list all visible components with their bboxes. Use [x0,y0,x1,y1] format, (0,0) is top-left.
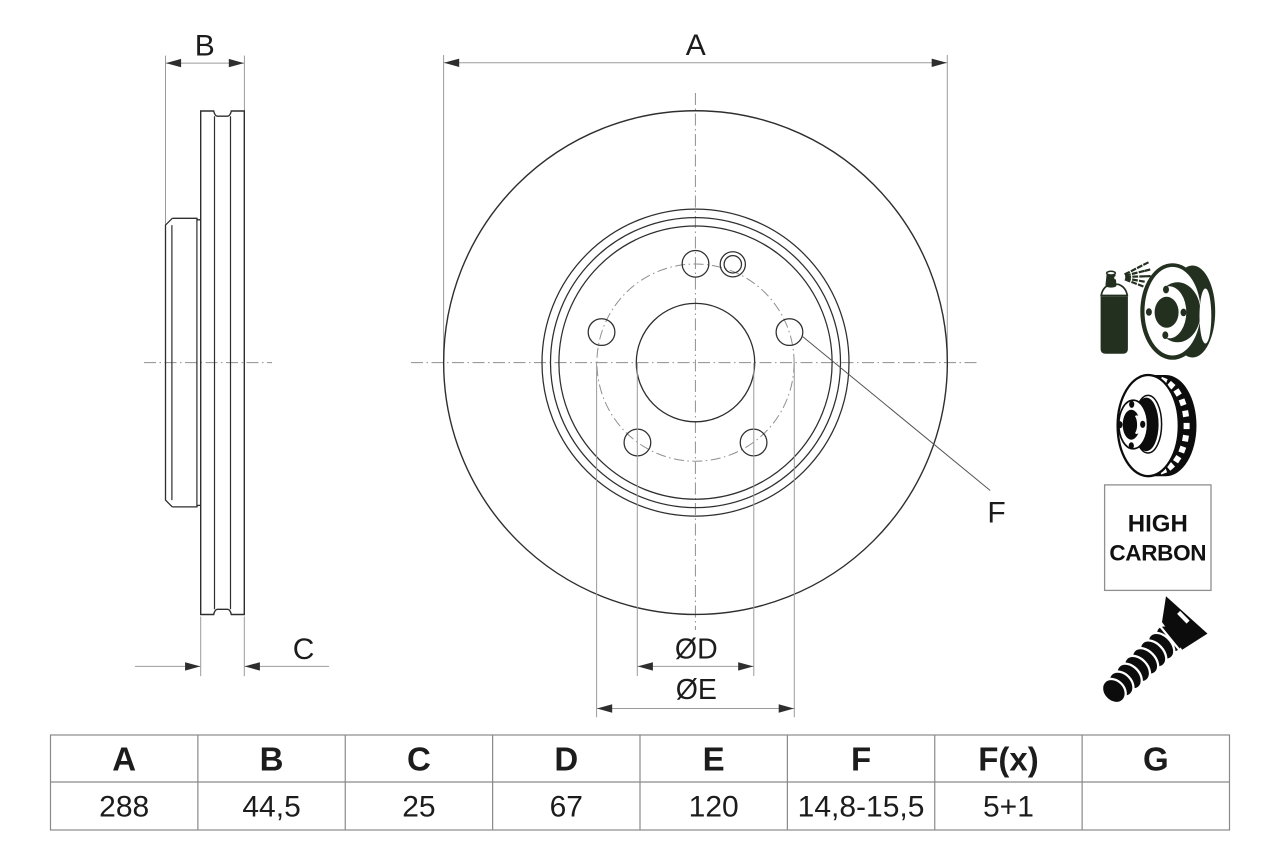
svg-text:F: F [851,741,871,778]
svg-text:14,8-15,5: 14,8-15,5 [798,791,925,824]
svg-text:HIGH: HIGH [1128,511,1188,538]
svg-text:ØE: ØE [676,674,717,706]
svg-text:F(x): F(x) [978,741,1039,778]
svg-text:288: 288 [99,791,149,824]
svg-text:ØD: ØD [675,634,718,666]
svg-text:G: G [1143,741,1169,778]
svg-text:44,5: 44,5 [242,791,300,824]
svg-text:A: A [686,29,706,62]
svg-text:E: E [703,741,725,778]
svg-text:F: F [987,497,1005,530]
svg-text:D: D [554,741,578,778]
svg-text:25: 25 [402,791,435,824]
svg-text:B: B [260,741,284,778]
svg-text:CARBON: CARBON [1109,541,1206,566]
svg-text:120: 120 [689,791,739,824]
svg-text:B: B [195,30,215,63]
svg-text:C: C [293,633,315,666]
svg-text:A: A [112,741,136,778]
svg-text:C: C [407,741,431,778]
svg-text:5+1: 5+1 [983,791,1034,824]
svg-text:67: 67 [550,791,583,824]
